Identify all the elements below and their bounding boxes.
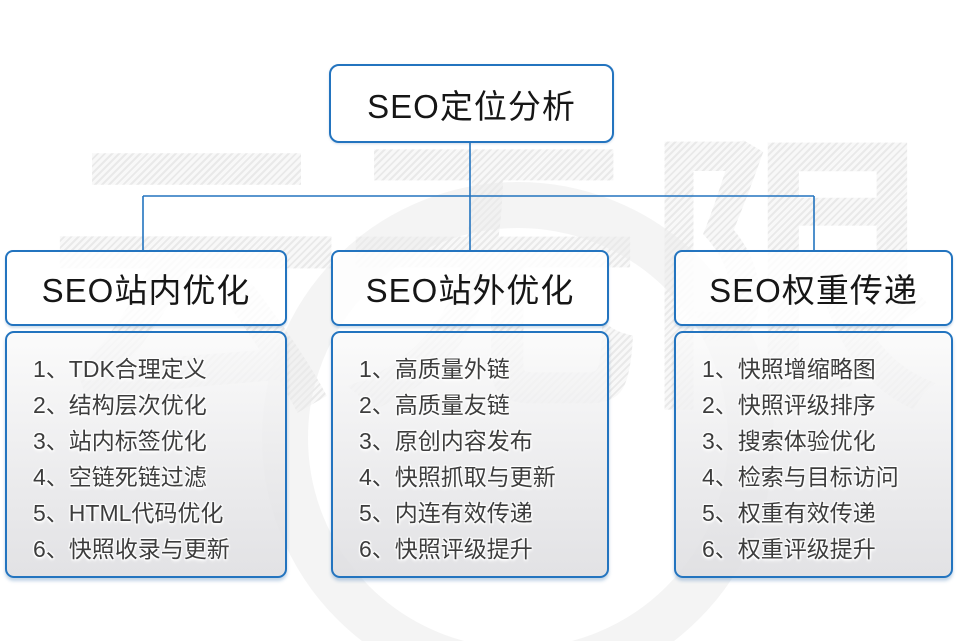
list-item: 1、TDK合理定义 (33, 356, 207, 382)
root-node: SEO定位分析 (329, 64, 614, 143)
list-item: 4、快照抓取与更新 (359, 464, 556, 490)
column-list: 1、高质量外链 2、高质量友链 3、原创内容发布 4、快照抓取与更新 5、内连有… (331, 331, 609, 578)
column-title: SEO站内优化 (41, 272, 251, 309)
list-item: 5、内连有效传递 (359, 500, 533, 526)
list-item: 2、高质量友链 (359, 392, 510, 418)
list-item: 1、高质量外链 (359, 356, 510, 382)
column-list: 1、快照增缩略图 2、快照评级排序 3、搜索体验优化 4、检索与目标访问 5、权… (674, 331, 953, 578)
list-item: 5、HTML代码优化 (33, 500, 224, 526)
column-header: SEO站外优化 (331, 250, 609, 326)
list-item: 1、快照增缩略图 (702, 356, 876, 382)
column-header: SEO权重传递 (674, 250, 953, 326)
list-item: 2、结构层次优化 (33, 392, 207, 418)
list-item: 6、权重评级提升 (702, 536, 876, 562)
list-item: 3、站内标签优化 (33, 428, 207, 454)
list-item: 4、空链死链过滤 (33, 464, 207, 490)
column-title: SEO权重传递 (709, 272, 918, 309)
root-node-label: SEO定位分析 (367, 87, 576, 125)
column-title: SEO站外优化 (365, 272, 575, 309)
column-header: SEO站内优化 (5, 250, 287, 326)
list-item: 6、快照收录与更新 (33, 536, 230, 562)
connector-path (142, 139, 815, 251)
list-item: 6、快照评级提升 (359, 536, 533, 562)
list-item: 3、搜索体验优化 (702, 428, 876, 454)
list-item: 4、检索与目标访问 (702, 464, 899, 490)
list-item: 3、原创内容发布 (359, 428, 533, 454)
list-item: 2、快照评级排序 (702, 392, 876, 418)
list-item: 5、权重有效传递 (702, 500, 876, 526)
column-list: 1、TDK合理定义 2、结构层次优化 3、站内标签优化 4、空链死链过滤 5、H… (5, 331, 287, 578)
